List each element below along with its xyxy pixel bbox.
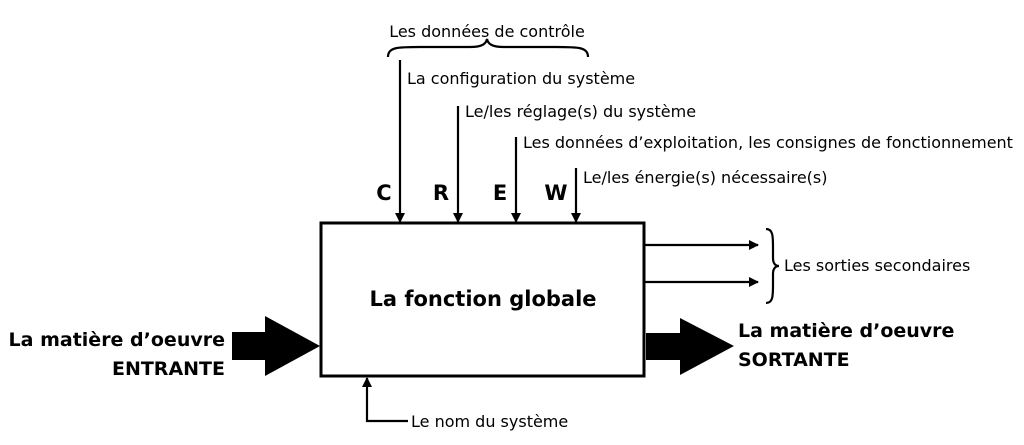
function-box [319, 221, 646, 378]
input-matter-arrow [232, 316, 320, 376]
control-data-label: Les données de contrôle [389, 22, 585, 41]
output-matter-line2: SORTANTE [738, 349, 850, 371]
settings-label: Le/les réglage(s) du système [465, 102, 696, 121]
energy-label: Le/les énergie(s) nécessaire(s) [583, 168, 828, 187]
output-matter-arrow [646, 318, 734, 375]
output-matter-line1: La matière d’oeuvre [738, 320, 954, 342]
control-data-brace [386, 38, 590, 58]
letter-r: R [433, 181, 449, 205]
operating-data-label: Les données d’exploitation, les consigne… [523, 133, 1013, 152]
letter-e: E [493, 181, 507, 205]
input-matter-line1: La matière d’oeuvre [9, 329, 225, 351]
system-name-arrow [362, 377, 408, 423]
letter-w: W [544, 181, 567, 205]
secondary-outputs-label: Les sorties secondaires [784, 256, 970, 275]
secondary-outputs-brace [765, 227, 780, 305]
letter-c: C [376, 181, 391, 205]
system-name-label: Le nom du système [411, 412, 568, 431]
input-matter-line2: ENTRANTE [112, 358, 225, 380]
function-label: La fonction globale [369, 287, 596, 311]
config-label: La configuration du système [407, 69, 635, 88]
